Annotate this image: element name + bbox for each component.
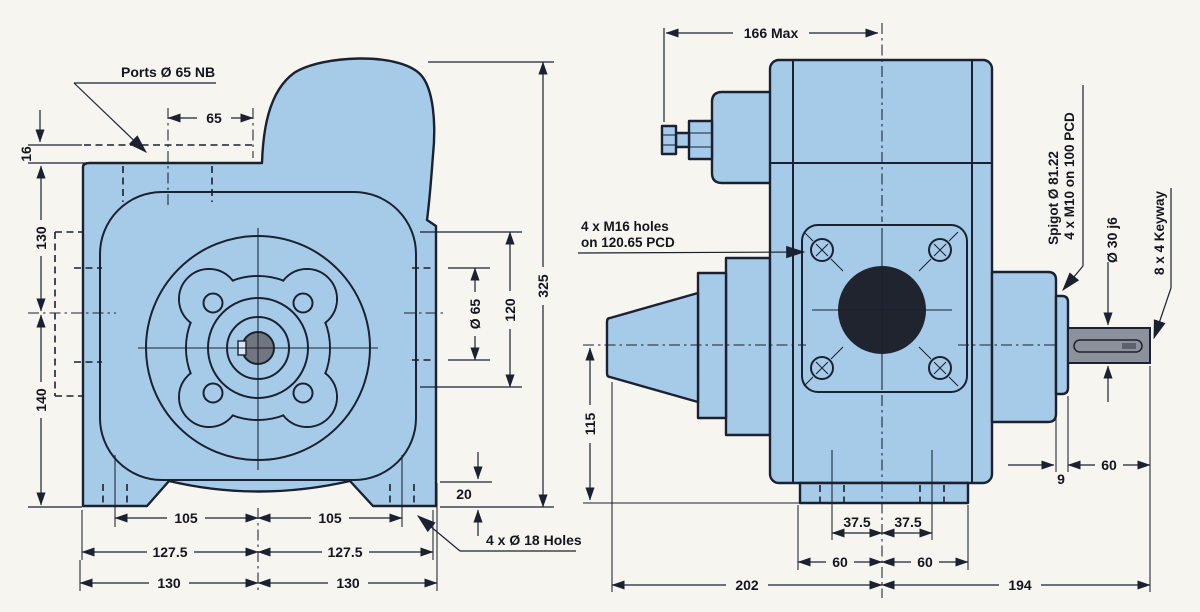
dim-foot-d: 60 xyxy=(917,554,933,570)
front-view: Ports Ø 65 NB 65 16 130 140 xyxy=(18,57,582,592)
dim-length-right: 194 xyxy=(1008,577,1032,593)
pump-body-side xyxy=(583,23,1151,598)
dim-mid-right: 127.5 xyxy=(327,544,362,560)
dim-foot-a: 37.5 xyxy=(843,514,870,530)
bearing-boss xyxy=(990,270,1058,424)
dim-port-offset: 65 xyxy=(206,110,222,126)
keyway-slot xyxy=(1073,339,1143,353)
hidden-side-port xyxy=(28,231,116,397)
side-foot-slab xyxy=(798,481,970,505)
dim-full-right: 130 xyxy=(336,575,360,591)
dim-foot-left: 105 xyxy=(174,510,198,526)
spigot-label: Spigot Ø 81.22 xyxy=(1046,151,1061,245)
dim-flange-height: 120 xyxy=(502,298,518,322)
dim-shaft-length: 60 xyxy=(1101,457,1117,473)
dim-overall-height: 325 xyxy=(535,274,551,298)
hidden-top-port xyxy=(84,108,254,208)
relief-valve-housing xyxy=(710,90,775,185)
foot-holes-label: 4 x Ø 18 Holes xyxy=(486,532,582,548)
ports-label: Ports Ø 65 NB xyxy=(121,64,215,80)
port-flange-face xyxy=(801,224,968,393)
dim-valve-max: 166 Max xyxy=(744,25,799,41)
m10-label: 4 x M10 on 100 PCD xyxy=(1062,112,1077,240)
dim-port-dia: Ø 65 xyxy=(467,299,483,330)
spigot xyxy=(1054,294,1070,396)
front-dimensions: Ports Ø 65 NB 65 16 130 140 xyxy=(18,61,582,592)
hidden-right-port xyxy=(404,267,446,361)
keyway-label: 8 x 4 Keyway xyxy=(1152,190,1167,275)
dim-length-left: 202 xyxy=(735,577,759,593)
dim-full-left: 130 xyxy=(157,575,181,591)
relief-valve-adjuster xyxy=(660,119,714,161)
pump-body-front xyxy=(28,57,446,527)
flange-bolt-holes xyxy=(202,292,314,404)
side-foot-holes xyxy=(819,450,945,540)
casing-step-2 xyxy=(724,256,772,437)
side-dimensions: 166 Max 4 x M16 holes on 120.65 PCD 115 … xyxy=(577,24,1172,594)
dim-upper: 130 xyxy=(33,226,49,250)
inlet-cone xyxy=(605,291,700,404)
dim-lip: 16 xyxy=(18,146,34,162)
key-mark xyxy=(1122,343,1136,349)
m16-label-line2: on 120.65 PCD xyxy=(581,235,675,250)
side-view: 166 Max 4 x M16 holes on 120.65 PCD 115 … xyxy=(577,23,1172,598)
front-face-boss xyxy=(99,191,417,481)
dim-foot-b: 37.5 xyxy=(894,514,921,530)
port-flange-bolt-holes xyxy=(803,231,959,387)
dim-foot-c: 60 xyxy=(832,554,848,570)
dim-mid-left: 127.5 xyxy=(152,544,187,560)
drive-shaft xyxy=(1067,327,1151,364)
dim-lower: 140 xyxy=(33,388,49,412)
dim-spigot-width: 9 xyxy=(1057,471,1065,487)
dim-foot-right: 105 xyxy=(318,510,342,526)
underside-arc xyxy=(168,480,351,493)
m16-label-line1: 4 x M16 holes xyxy=(581,219,669,234)
dim-centre-height: 115 xyxy=(582,412,598,435)
shaft-dia-label: Ø 30 j6 xyxy=(1104,217,1120,263)
dim-foot-height: 20 xyxy=(456,486,472,502)
